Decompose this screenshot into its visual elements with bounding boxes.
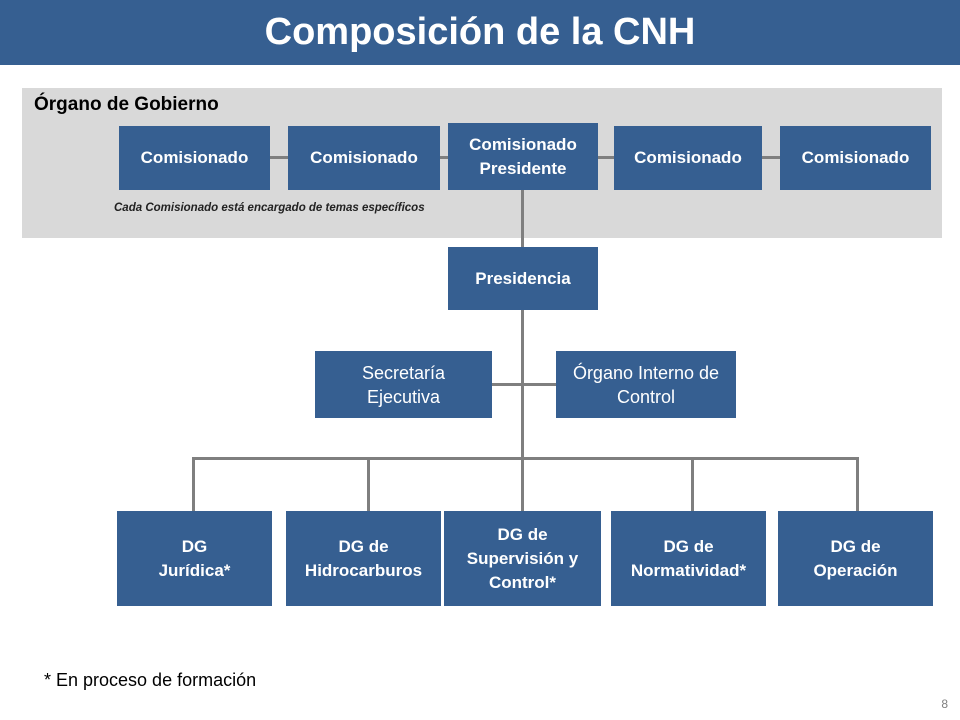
commissioner-connector [440,156,448,159]
directorate-drop [856,457,859,511]
commissioner-box: Comisionado [614,126,762,190]
directorate-box: DG de Normatividad* [611,511,766,606]
commissioner-box: Comisionado [288,126,440,190]
directorate-box: DG de Hidrocarburos [286,511,441,606]
presidency-box: Presidencia [448,247,598,310]
directorates-bus [192,457,859,460]
commissioner-connector [598,156,614,159]
directorate-drop [367,457,370,511]
slide-title: Composición de la CNH [0,0,960,65]
commissioner-connector [270,156,290,159]
directorate-drop [691,457,694,511]
directorate-box: DG de Supervisión y Control* [444,511,601,606]
governing-body-title: Órgano de Gobierno [34,94,219,115]
directorate-box: DG de Operación [778,511,933,606]
directorate-box: DG Jurídica* [117,511,272,606]
commissioner-president-box: Comisionado Presidente [448,123,598,190]
page-number: 8 [941,697,948,711]
directorate-drop [192,457,195,511]
directorate-drop [521,457,524,511]
executive-secretariat-box: Secretaría Ejecutiva [315,351,492,418]
main-vertical-connector [521,190,524,460]
internal-control-box: Órgano Interno de Control [556,351,736,418]
commissioner-box: Comisionado [780,126,931,190]
governing-body-note: Cada Comisionado está encargado de temas… [114,202,425,214]
footnote: * En proceso de formación [44,670,257,690]
commissioner-connector [762,156,780,159]
staff-connector [492,383,556,386]
commissioner-box: Comisionado [119,126,270,190]
